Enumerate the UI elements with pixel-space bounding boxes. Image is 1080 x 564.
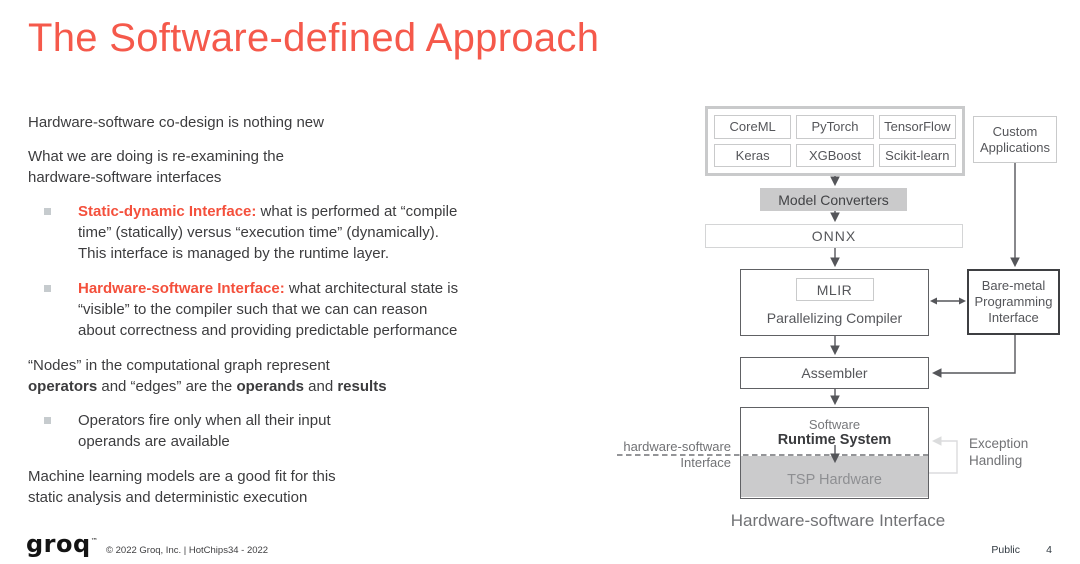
bare-metal-programming-interface-box: Bare-metal Programming Interface (967, 269, 1060, 335)
exception-loop (929, 436, 958, 474)
runtime-label-software: Software (808, 416, 861, 432)
arrowhead-left (930, 297, 937, 305)
nodes-text-3: and (303, 378, 338, 395)
parallelizing-compiler-label: Parallelizing Compiler (766, 310, 903, 326)
operators-bullet-list: Operators fire only when all their input… (28, 410, 563, 452)
nodes-text-1: “Nodes” in the computational graph repre… (28, 357, 330, 374)
trademark-symbol: ™ (90, 537, 99, 545)
arrow-baremetal-to-assembler (931, 335, 1016, 378)
framework-box-scikit-learn: Scikit-learn (878, 143, 956, 167)
parallelizing-compiler-box: MLIR Parallelizing Compiler (740, 269, 929, 336)
onnx-box: ONNX (705, 224, 963, 248)
bullet-hardware-software-body: what architectural state is “visible” to… (78, 280, 459, 339)
groq-logo-text: groq (26, 530, 91, 558)
framework-box-xgboost: XGBoost (796, 143, 874, 167)
footer-copyright: © 2022 Groq, Inc. | HotChips34 - 2022 (106, 545, 269, 556)
runtime-label-runtime-system: Runtime System (777, 431, 892, 448)
custom-applications-box: Custom Applications (973, 116, 1057, 163)
paragraph-ml-models: Machine learning models are a good fit f… (28, 468, 336, 506)
paragraph-nodes: “Nodes” in the computational graph repre… (28, 355, 563, 397)
assembler-box: Assembler (740, 357, 929, 389)
nodes-text-2: and “edges” are the (97, 378, 237, 395)
bullet-square-icon (44, 208, 51, 215)
runtime-tsp-box: Software Runtime System TSP Hardware (740, 407, 929, 499)
arrowhead-right (959, 297, 966, 305)
bullet-static-dynamic: Static-dynamic Interface: what is perfor… (28, 201, 563, 264)
bullet-square-icon (44, 417, 51, 424)
left-text-panel: Hardware-software co-design is nothing n… (28, 112, 563, 521)
exception-handling-label: Exception Handling (969, 436, 1029, 468)
bullet-static-dynamic-lead: Static-dynamic Interface: (78, 203, 257, 220)
bullet-operators-fire: Operators fire only when all their input… (28, 410, 563, 452)
paragraph-codesign: Hardware-software co-design is nothing n… (28, 114, 324, 131)
groq-logo: groq™ (26, 530, 98, 558)
paragraph-reexamining: What we are doing is re-examining the ha… (28, 148, 284, 186)
software-runtime-system-section: Software Runtime System (741, 408, 928, 456)
nodes-results: results (337, 378, 387, 395)
framework-box-tensorflow: TensorFlow (878, 115, 956, 139)
bullet-static-dynamic-body: what is performed at “compile time” (sta… (78, 203, 458, 262)
bullet-square-icon (44, 285, 51, 292)
tsp-hardware-section: TSP Hardware (741, 456, 928, 497)
footer-page-number: 4 (1046, 544, 1052, 556)
footer-classification: Public (991, 544, 1020, 556)
bullet-hardware-software: Hardware-software Interface: what archit… (28, 278, 563, 341)
framework-box-keras: Keras (714, 143, 792, 167)
bullet-operators-fire-body: Operators fire only when all their input… (78, 412, 331, 450)
interface-bullet-list: Static-dynamic Interface: what is perfor… (28, 201, 563, 341)
nodes-operators: operators (28, 378, 98, 395)
framework-box-pytorch: PyTorch (796, 115, 874, 139)
model-converters-box: Model Converters (760, 188, 907, 211)
nodes-operands: operands (236, 378, 304, 395)
framework-box-coreml: CoreML (714, 115, 792, 139)
ml-frameworks-group: CoreML PyTorch TensorFlow Keras XGBoost … (705, 106, 965, 176)
hardware-software-interface-annotation: hardware-software Interface (623, 439, 731, 470)
mlir-box: MLIR (795, 278, 874, 301)
bullet-hardware-software-lead: Hardware-software Interface: (78, 280, 285, 297)
software-stack-diagram: CoreML PyTorch TensorFlow Keras XGBoost … (560, 95, 1080, 545)
page-title: The Software-defined Approach (28, 16, 600, 60)
diagram-caption: Hardware-software Interface (730, 511, 946, 530)
